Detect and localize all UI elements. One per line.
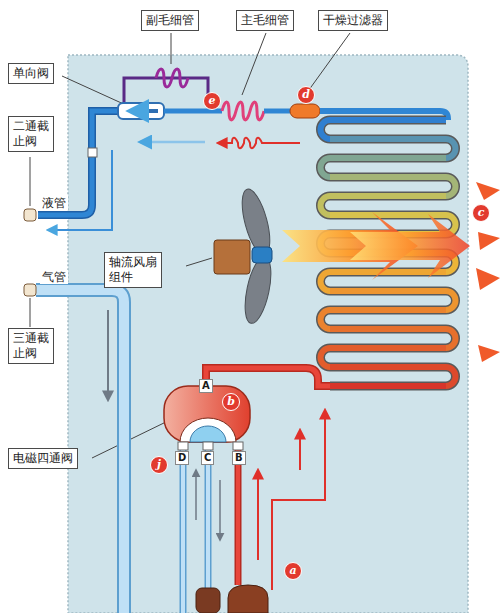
main-capillary-coil — [222, 102, 264, 120]
flow-arrow — [107, 310, 109, 400]
pipe-joint — [88, 148, 97, 157]
discharge-pipe — [206, 368, 330, 386]
flow-arrow — [299, 430, 301, 470]
compressor — [228, 585, 268, 613]
port-letter: A — [199, 379, 213, 393]
callout-letter: j — [150, 456, 168, 474]
label-box: 三通截止阀 — [8, 328, 54, 364]
callout-letter: a — [284, 562, 302, 580]
callout-letter: b — [222, 393, 240, 411]
pipe-c — [205, 450, 212, 590]
part-name: 干燥过滤器 — [323, 13, 383, 28]
part-name: 副毛细管 — [146, 13, 194, 28]
pipe-b — [235, 450, 242, 585]
pipe-c-core — [206, 450, 210, 590]
label-box: 干燥过滤器 — [318, 10, 388, 31]
label-box: 副毛细管 — [141, 10, 199, 31]
callout-letter: d — [297, 86, 315, 104]
label-box: 主毛细管 — [236, 10, 294, 31]
flow-arrow — [272, 410, 325, 590]
pipe-name: 气管 — [40, 270, 68, 284]
callout-letter: e — [203, 92, 221, 110]
fan-motor — [214, 240, 250, 274]
four-way-valve — [164, 386, 250, 442]
sub-capillary-loop — [124, 78, 208, 104]
coil-tube — [330, 367, 456, 386]
port-letter: C — [201, 451, 214, 465]
discharge-pipe-core — [206, 368, 330, 386]
check-valve — [118, 103, 164, 119]
part-name: 轴流风扇组件 — [109, 255, 157, 285]
flow-arrow — [140, 141, 205, 144]
pipe-name: 液管 — [40, 196, 68, 210]
part-name: 三通截止阀 — [13, 331, 49, 361]
flow-arrow — [218, 138, 300, 149]
main-line — [264, 109, 290, 114]
liquid-flow-arrow — [48, 150, 112, 230]
label-box: 电磁四通阀 — [8, 448, 78, 469]
three-way-valve — [24, 284, 36, 296]
pipe-d — [180, 450, 187, 613]
axial-fan — [214, 186, 276, 325]
check-valve-arrow — [130, 109, 158, 113]
port-letter: D — [175, 451, 189, 465]
label-box: 二通截止阀 — [8, 116, 54, 152]
heat-flow — [282, 182, 500, 362]
compressor-accumulator — [196, 588, 220, 613]
label-box: 轴流风扇组件 — [104, 252, 162, 288]
drier-filter — [290, 104, 320, 118]
part-name: 电磁四通阀 — [13, 451, 73, 466]
flow-arrow — [257, 470, 259, 560]
pipe-b-core — [236, 450, 240, 585]
flow-arrow — [195, 470, 197, 520]
two-way-valve — [24, 209, 36, 221]
coil-tube-outline — [330, 382, 446, 391]
sub-capillary-coil — [156, 69, 188, 87]
flow-arrow — [219, 480, 221, 540]
label-box: 单向阀 — [8, 63, 54, 84]
part-name: 主毛细管 — [241, 13, 289, 28]
coil-tube — [330, 383, 446, 389]
part-name: 二通截止阀 — [13, 119, 49, 149]
port-letter: B — [232, 451, 246, 465]
pipe-d-core — [181, 450, 185, 613]
coil-tube-outline — [330, 367, 456, 386]
part-name: 单向阀 — [13, 66, 49, 81]
callout-letter: c — [472, 204, 490, 222]
